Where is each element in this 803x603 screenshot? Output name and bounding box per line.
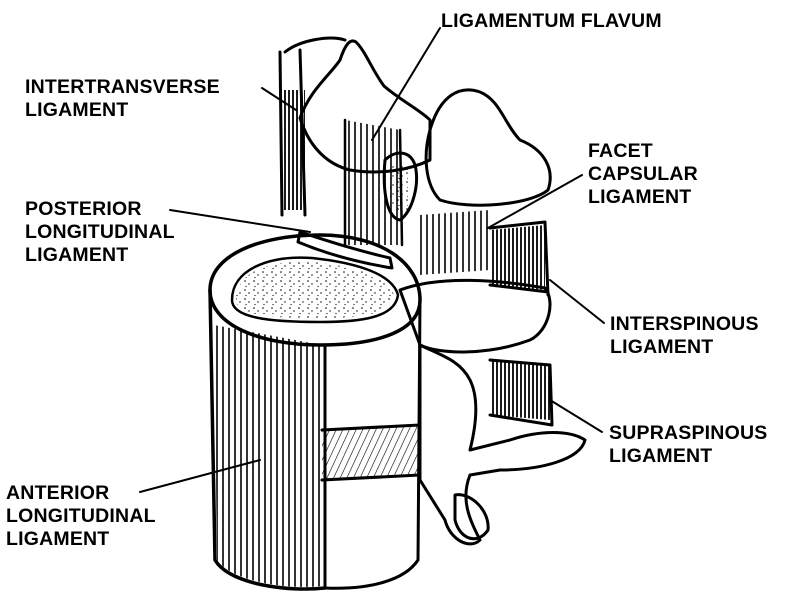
label-line: CAPSULAR [588,163,698,186]
label-line: LIGAMENT [25,244,175,267]
label-line: LIGAMENT [609,445,767,468]
leader-posterior-longitudinal [170,210,310,232]
label-line: FACET [588,140,698,163]
facet-surface [390,165,408,210]
label-facet-capsular-ligament: FACET CAPSULAR LIGAMENT [588,140,698,209]
label-ligamentum-flavum: LIGAMENTUM FLAVUM [441,10,662,33]
label-line: LIGAMENT [610,336,759,359]
label-line: LIGAMENT [6,528,156,551]
facet-capsule-band [420,210,490,275]
label-line: INTERTRANSVERSE [25,76,220,99]
leader-interspinous [550,280,604,323]
label-line: INTERSPINOUS [610,313,759,336]
disc-band [322,425,420,480]
label-line: SUPRASPINOUS [609,422,767,445]
label-line: ANTERIOR [6,482,156,505]
label-line: LONGITUDINAL [6,505,156,528]
label-posterior-longitudinal-ligament: POSTERIOR LONGITUDINAL LIGAMENT [25,198,175,267]
label-interspinous-ligament: INTERSPINOUS LIGAMENT [610,313,759,359]
interspinous-lower-band [490,360,550,420]
leader-supraspinous [550,400,602,432]
upper-rim [285,38,345,52]
interspinous-upper-band [490,225,545,290]
label-anterior-longitudinal-ligament: ANTERIOR LONGITUDINAL LIGAMENT [6,482,156,551]
label-intertransverse-ligament: INTERTRANSVERSE LIGAMENT [25,76,220,122]
anterior-longitudinal-band [214,325,322,587]
label-line: LONGITUDINAL [25,221,175,244]
label-supraspinous-ligament: SUPRASPINOUS LIGAMENT [609,422,767,468]
label-line: LIGAMENT [588,186,698,209]
label-line: LIGAMENTUM FLAVUM [441,10,662,33]
leader-facet-capsular [488,175,582,228]
lower-facet-tip [455,495,488,539]
upper-spinous-process [426,90,550,205]
label-line: LIGAMENT [25,99,220,122]
label-line: POSTERIOR [25,198,175,221]
lower-lamina [400,280,550,352]
